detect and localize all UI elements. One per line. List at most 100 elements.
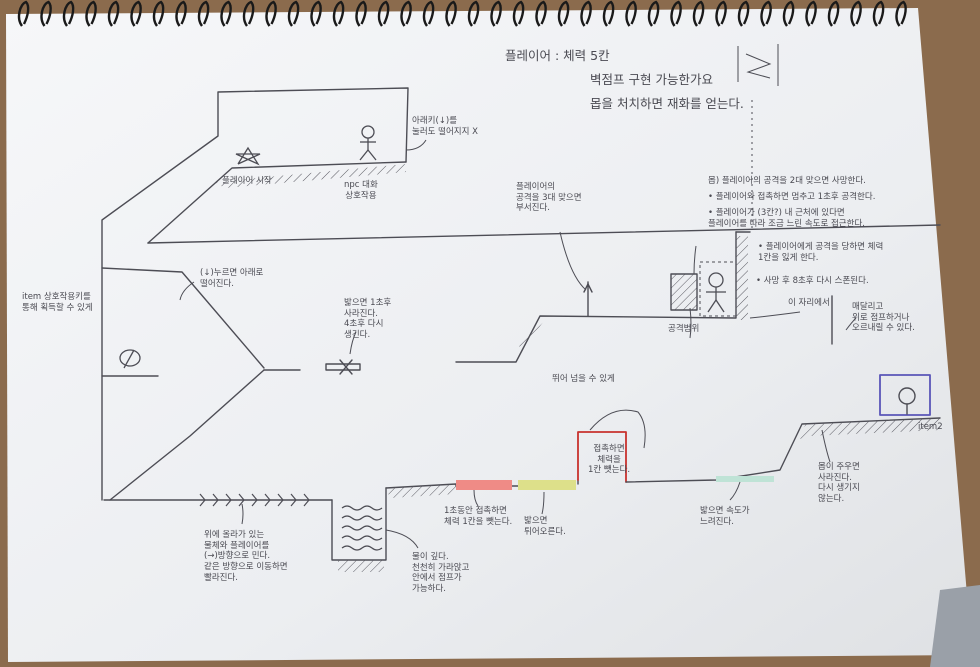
water-wave (341, 525, 383, 531)
spiral-ring (130, 0, 142, 27)
spiral-ring (715, 0, 727, 27)
npc-figure-icon (359, 125, 377, 161)
spiral-ring (175, 0, 187, 27)
wall-jump-sketch (737, 44, 779, 86)
enemy-rule-4: • 플레이어에게 공격을 당하면 체력 1칸을 잃게 한다. (758, 242, 884, 263)
note-npc-talk: npc 대화 상호작용 (344, 180, 378, 201)
enemy-rule-1: 몹) 플레이어의 공격을 2대 맞으면 사망한다. (708, 176, 866, 186)
water-wave (341, 535, 383, 541)
spiral-ring (332, 0, 345, 27)
spiral-ring (422, 0, 435, 27)
right-ground-hatch (386, 484, 456, 498)
spiral-ring (490, 0, 502, 27)
note-breakable: 플레이어의 공격을 3대 맞으면 부서진다. (516, 182, 582, 214)
spiral-ring (17, 0, 30, 27)
spiral-ring (310, 0, 322, 27)
note-red-wall: 접촉하면 체력을 1칸 뺏는다. (588, 444, 631, 476)
enemy-rule-5: • 사망 후 8초후 다시 스폰된다. (756, 276, 869, 286)
spiral-ring (242, 0, 255, 27)
top-ramp-hatch (214, 164, 406, 188)
ramp-hatch (796, 418, 940, 440)
spiral-ring (467, 0, 480, 27)
pit-hatch (338, 560, 384, 572)
conveyor-arrow (264, 493, 271, 507)
water-wave (341, 515, 383, 521)
red-wall (577, 431, 627, 483)
spiral-ring (580, 0, 592, 27)
spiral-ring (602, 0, 615, 27)
water-wave (341, 505, 383, 511)
conveyor-arrow (277, 493, 284, 507)
note-press-down: 아래키(↓)를 눌러도 떨어지지 X (412, 116, 478, 137)
item2-box (879, 374, 931, 416)
spiral-ring (40, 0, 52, 27)
spiral-ring (265, 0, 277, 27)
spiral-ring (445, 0, 457, 27)
spiral-ring (625, 0, 637, 27)
spiral-ring (355, 0, 367, 27)
upper-room-outline (101, 87, 409, 501)
player-info-line1: 플레이어 : 체력 5칸 (505, 48, 610, 63)
item1-icon (119, 349, 141, 369)
enemy-figure-icon (706, 272, 726, 313)
enemy-rule-3: • 플레이어가 (3칸?) 내 근처에 있다면 플레이어를 따라 조금 느린 속… (708, 208, 865, 229)
attack-range-box (699, 261, 737, 317)
spiral-ring (85, 0, 97, 27)
spiral-ring (895, 0, 907, 27)
water-waves (341, 505, 383, 551)
spiral-ring (400, 0, 412, 27)
spiral-ring (827, 0, 840, 27)
spiral-ring (850, 0, 862, 27)
ground-right (625, 417, 941, 483)
note-teal-pad: 밟으면 속도가 느려진다. (700, 506, 750, 527)
note-item-hint: item 상호작용키를 통해 획득할 수 있게 (22, 292, 93, 313)
spiral-ring (670, 0, 682, 27)
note-hang-on: 매달리고 위로 점프하거나 오르내릴 수 있다. (852, 302, 915, 334)
note-attack-range: 공격범위 (668, 324, 700, 334)
spiral-ring (805, 0, 817, 27)
player-start-star-icon (235, 146, 261, 166)
note-player-start: 플레이어 시작 (222, 176, 272, 186)
laptop-edge (930, 585, 980, 667)
conveyor-arrow (199, 493, 206, 507)
note-disappear-platform: 밟으면 1초후 사라진다. 4초후 다시 생긴다. (344, 298, 392, 340)
spiral-ring (287, 0, 300, 27)
pointer-arrows (179, 100, 857, 549)
conveyor-arrows (199, 493, 310, 507)
player-info-line3: 몹을 처치하면 재화를 얻는다. (590, 96, 744, 111)
yellow-bounce-pad (518, 480, 576, 490)
spiral-ring (152, 0, 165, 27)
spiral-ring (760, 0, 772, 27)
upper-long-platform (147, 224, 941, 244)
red-damage-pad (456, 480, 512, 490)
spiral-ring (557, 0, 570, 27)
spiral-ring (197, 0, 210, 27)
note-item-respawn: 몹이 주우면 사라진다. 다시 생기지 않는다. (818, 462, 860, 504)
note-this-place: 이 자리에서 (788, 298, 830, 308)
spiral-ring (377, 0, 390, 27)
spiral-ring (62, 0, 75, 27)
conveyor-arrow (290, 493, 297, 507)
spiral-ring (107, 0, 120, 27)
spiral-ring (535, 0, 547, 27)
note-yellow-pad: 밟으면 튀어오른다. (524, 516, 566, 537)
note-item2: item2 (918, 422, 943, 432)
spiral-ring (692, 0, 705, 27)
spiral-ring (512, 0, 525, 27)
breakable-box (670, 273, 698, 311)
conveyor-arrow (212, 493, 219, 507)
note-jump-over: 뛰어 넘을 수 있게 (552, 374, 615, 384)
spiral-ring (220, 0, 232, 27)
spiral-ring (647, 0, 660, 27)
spiral-binding (17, 0, 907, 27)
note-red-pad: 1초동안 접촉하면 체력 1칸을 뺏는다. (444, 506, 513, 527)
conveyor-arrow (238, 493, 245, 507)
teal-slow-pad (716, 476, 774, 482)
conveyor-arrow (225, 493, 232, 507)
funnel-lower-edge (109, 369, 265, 501)
conveyor-arrow (251, 493, 258, 507)
water-wave (341, 545, 383, 551)
spiral-ring (782, 0, 795, 27)
